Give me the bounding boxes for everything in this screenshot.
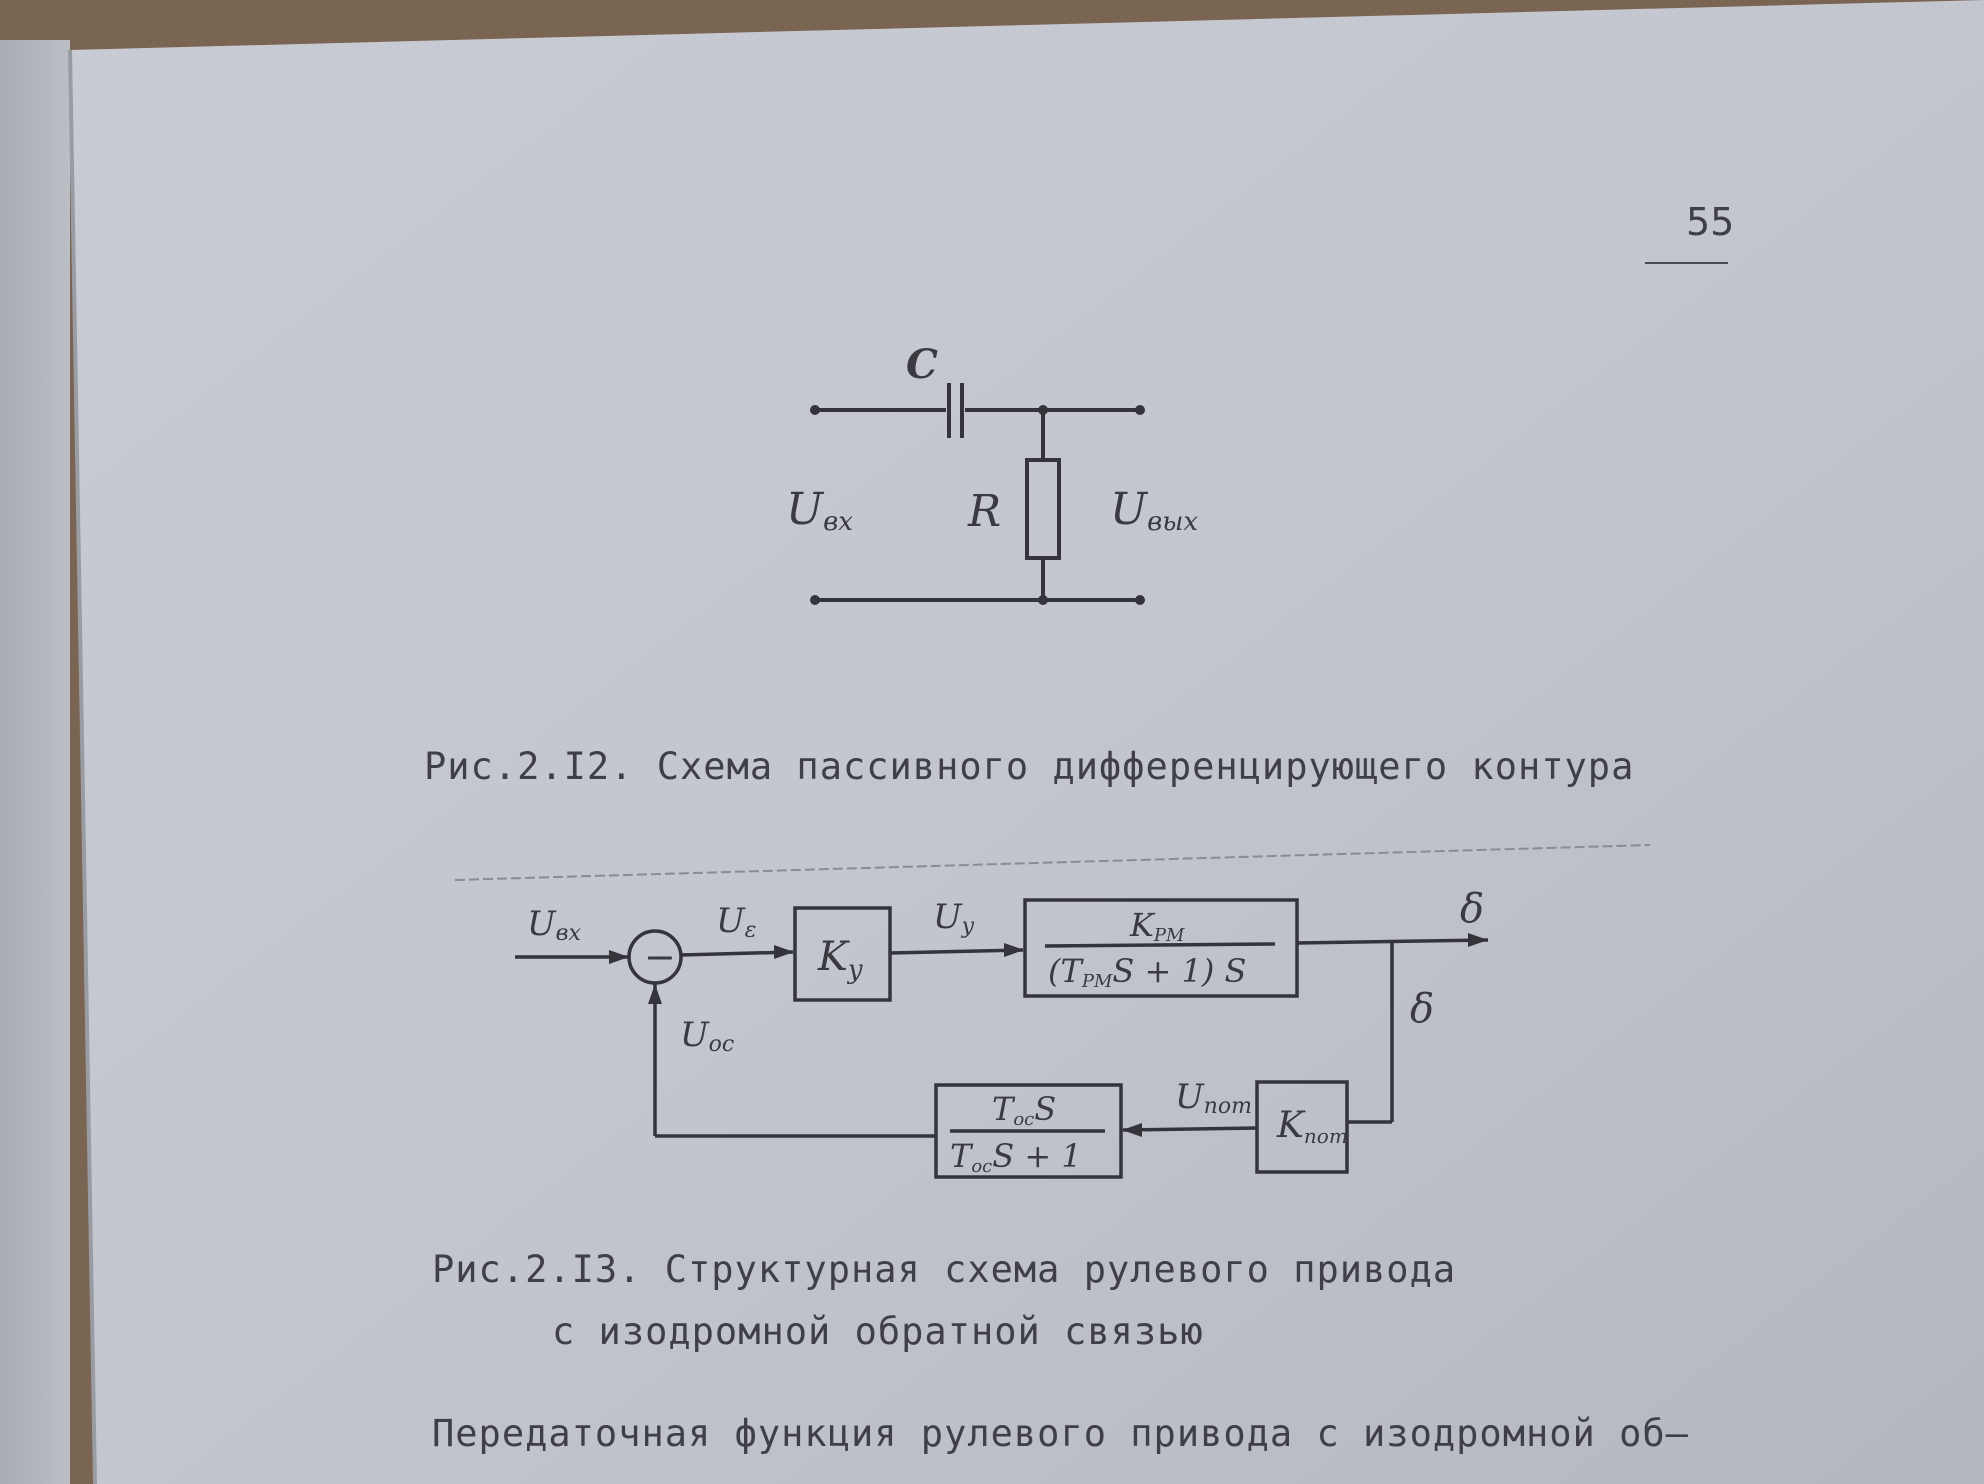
output-arrow bbox=[1468, 933, 1488, 947]
resistor-label: R bbox=[967, 486, 1001, 537]
figure-2-12-caption: Рис.2.I2. Схема пассивного дифференцирую… bbox=[424, 745, 1635, 788]
input-label: Uвх bbox=[527, 904, 581, 946]
error-label: Uε bbox=[716, 901, 756, 943]
input-voltage-label: Uвх bbox=[786, 484, 853, 537]
pot-to-filter-line bbox=[1122, 1126, 1258, 1132]
filter-block bbox=[934, 1083, 1123, 1179]
output-voltage-label: Uвых bbox=[1110, 484, 1198, 537]
filter-numerator: TосS bbox=[992, 1090, 1056, 1130]
capacitor-label: C bbox=[906, 341, 938, 388]
potentiometer-block bbox=[1255, 1080, 1349, 1174]
feedback-label: Uос bbox=[680, 1015, 734, 1057]
drive-denominator: (TРМS + 1) S bbox=[1048, 952, 1246, 992]
body-text-line: Передаточная функция рулевого привода с … bbox=[432, 1412, 1689, 1455]
amplifier-gain-text: Kу bbox=[817, 934, 863, 985]
faint-separator bbox=[454, 844, 1651, 881]
terminal-in-bottom bbox=[810, 595, 820, 605]
figure-2-13-caption-line1: Рис.2.I3. Структурная схема рулевого при… bbox=[432, 1248, 1457, 1291]
feedback-up-arrow bbox=[648, 984, 662, 1004]
drive-numerator: KРМ bbox=[1129, 906, 1185, 946]
pot-voltage-label: Uпот bbox=[1175, 1077, 1252, 1119]
amp-out-label: Uу bbox=[933, 897, 975, 939]
pot-filter-arrow bbox=[1122, 1123, 1142, 1137]
page-number: 55 bbox=[1686, 200, 1735, 244]
amplifier-output-line bbox=[889, 948, 1024, 955]
junction-bottom bbox=[1038, 595, 1048, 605]
output-line bbox=[1296, 938, 1489, 945]
drive-block bbox=[1023, 898, 1299, 998]
figure-2-13-caption-line2: с изодромной обратной связью bbox=[552, 1310, 1204, 1353]
terminal-out-top bbox=[1135, 405, 1145, 415]
terminal-out-bottom bbox=[1135, 595, 1145, 605]
summing-sign: − bbox=[644, 935, 676, 979]
pot-gain-text: Kпот bbox=[1276, 1105, 1348, 1148]
feedback-delta-label: δ bbox=[1410, 986, 1434, 1032]
input-arrow bbox=[609, 950, 629, 964]
error-arrow bbox=[774, 945, 794, 959]
output-delta-label: δ bbox=[1460, 886, 1484, 932]
amp-out-arrow bbox=[1004, 943, 1024, 957]
amplifier-block bbox=[793, 906, 892, 1002]
junction-top bbox=[1038, 405, 1048, 415]
terminal-in-top bbox=[810, 405, 820, 415]
drive-fraction-bar bbox=[1044, 942, 1276, 948]
filter-denominator: TосS + 1 bbox=[950, 1137, 1082, 1177]
